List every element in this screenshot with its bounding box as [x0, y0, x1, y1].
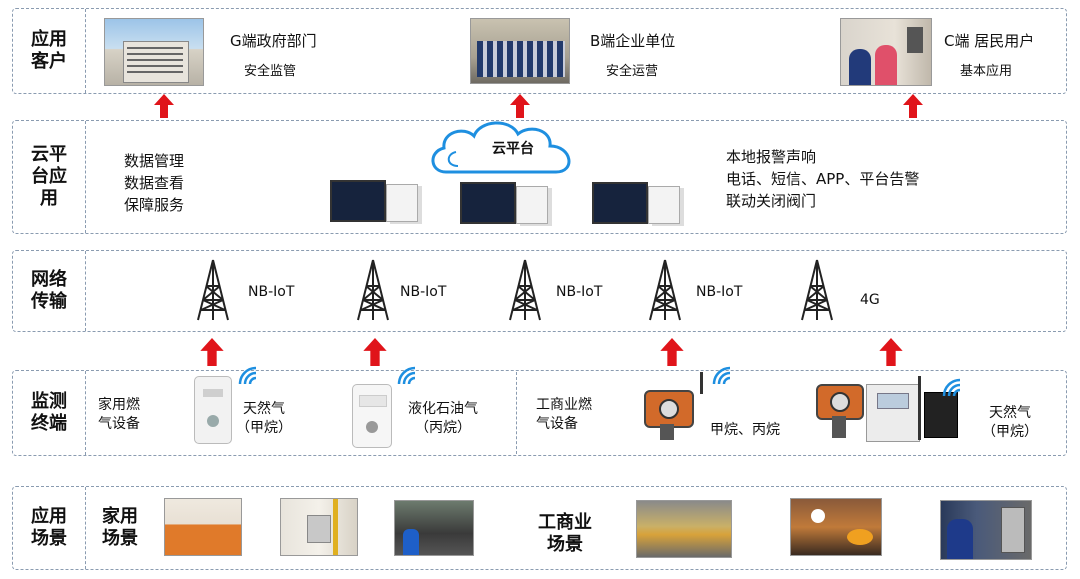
network-row-label: 网络 传输 [13, 251, 86, 331]
cloud-right-item: 本地报警声响 [726, 148, 817, 166]
cell-tower-icon [649, 259, 681, 321]
client-gov-desc: 安全监管 [244, 64, 297, 79]
dashboard-monitor-3 [592, 182, 648, 224]
client-row-label: 应用 客户 [13, 9, 86, 93]
network-label: 4G [860, 292, 880, 308]
commercial-kitchen-photo [790, 498, 882, 556]
biz-device-1-gas: 甲烷、丙烷 [710, 422, 780, 438]
arrow-up-icon [903, 94, 923, 118]
cloud-left-list: 数据管理 数据查看 保障服务 [124, 150, 184, 216]
client-biz-desc: 安全运营 [606, 64, 659, 79]
arrow-up-icon [363, 338, 387, 366]
terminal-antenna [918, 376, 921, 440]
client-resident-desc: 基本应用 [960, 64, 1013, 79]
client-row: 应用 客户 [12, 8, 1067, 94]
wifi-icon [712, 366, 731, 385]
cell-tower-icon [509, 259, 541, 321]
cloud-left-item: 数据查看 [124, 174, 185, 192]
network-row: 网络 传输 [12, 250, 1067, 332]
client-biz-name: B端企业单位 [590, 32, 676, 50]
biz-scene-title: 工商业 场景 [538, 512, 592, 555]
detector-sensor-head [660, 424, 674, 440]
cloud-right-list: 本地报警声响 电话、短信、APP、平台告警 联动关闭阀门 [726, 146, 919, 212]
gas-meter-scene-photo [280, 498, 358, 556]
cloud-label: 云平台 [492, 141, 534, 157]
kitchen-scene-photo [164, 498, 242, 556]
dashboard-monitor-2 [460, 182, 516, 224]
client-gov-name: G端政府部门 [230, 32, 317, 50]
home-gas-detector-1 [194, 376, 232, 444]
home-device-title: 家用燃 气设备 [98, 397, 140, 432]
arrow-up-icon [879, 338, 903, 366]
industrial-detector-2 [816, 384, 864, 420]
network-label: NB-IoT [400, 284, 447, 300]
detector-sensor-head [832, 416, 846, 438]
cloud-right-item: 电话、短信、APP、平台告警 [726, 170, 920, 188]
control-panel-box [866, 384, 920, 442]
network-label: NB-IoT [556, 284, 603, 300]
wifi-icon [942, 378, 961, 397]
cloud-right-item: 联动关闭阀门 [726, 192, 817, 210]
gov-building-photo [104, 18, 204, 86]
cell-tower-icon [801, 259, 833, 321]
scene-row-label: 应用 场景 [13, 487, 86, 569]
home-device-1-gas: 天然气 （甲烷） [236, 401, 292, 436]
dashboard-panel-2 [516, 186, 548, 224]
wifi-icon [238, 366, 257, 385]
resident-photo [840, 18, 932, 86]
boiler-room-photo [636, 500, 732, 558]
biz-device-2-gas: 天然气 （甲烷） [982, 405, 1038, 440]
client-resident-name: C端 居民用户 [944, 32, 1035, 50]
arrow-up-icon [154, 94, 174, 118]
cloud-row-label: 云平 台应 用 [13, 121, 86, 233]
terminal-row: 监测 终端 [12, 370, 1067, 456]
industrial-detector-1 [644, 390, 694, 428]
dashboard-monitor-1 [330, 180, 386, 222]
cloud-left-item: 数据管理 [124, 152, 185, 170]
scene-row: 应用 场景 [12, 486, 1067, 570]
terminal-divider [516, 372, 517, 454]
gas-stove-scene-photo [394, 500, 474, 556]
arrow-up-icon [660, 338, 684, 366]
home-gas-detector-2 [352, 384, 392, 448]
dashboard-panel-1 [386, 184, 418, 222]
cell-tower-icon [197, 259, 229, 321]
wireless-terminal-box [924, 392, 958, 438]
cloud-icon [431, 121, 571, 174]
network-label: NB-IoT [696, 284, 743, 300]
dashboard-panel-3 [648, 186, 680, 224]
maintenance-worker-photo [940, 500, 1032, 560]
wifi-icon [397, 366, 416, 385]
arrow-up-icon [200, 338, 224, 366]
enterprise-staff-photo [470, 18, 570, 84]
arrow-up-icon [510, 94, 530, 118]
cloud-left-item: 保障服务 [124, 196, 185, 214]
cell-tower-icon [357, 259, 389, 321]
cloud-row: 云平 台应 用 [12, 120, 1067, 234]
network-label: NB-IoT [248, 284, 295, 300]
home-scene-title: 家用 场景 [102, 506, 138, 549]
biz-device-title: 工商业燃 气设备 [536, 397, 592, 432]
detector-antenna [700, 372, 703, 394]
terminal-row-label: 监测 终端 [13, 371, 86, 455]
home-device-2-gas: 液化石油气 （丙烷） [408, 401, 478, 436]
